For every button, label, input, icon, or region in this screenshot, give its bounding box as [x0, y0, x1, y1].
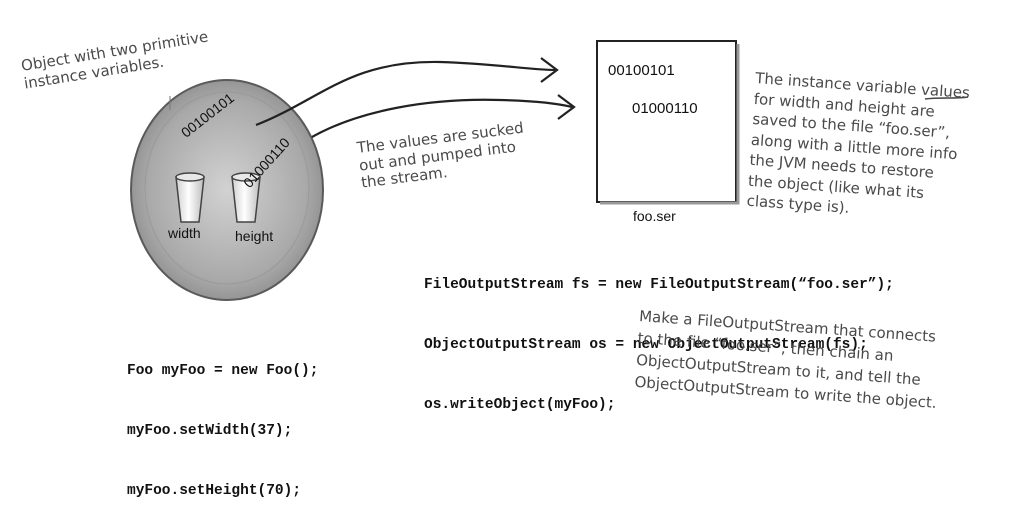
- code-line: ObjectOutputStream os = new ObjectOutput…: [424, 337, 868, 353]
- stream-arrow-upper-head: [540, 57, 559, 83]
- stream-arrow-lower: [311, 98, 573, 138]
- height-cup: [231, 172, 261, 223]
- file-note: The instance variable values for width a…: [746, 68, 971, 226]
- code-line: myFoo.setWidth(37);: [127, 423, 293, 439]
- stream-arrow-lower-head: [557, 94, 576, 120]
- code-line: myFoo.setHeight(70);: [127, 483, 302, 499]
- file-box: [596, 40, 737, 203]
- object-plate-inner: [144, 91, 310, 285]
- foo-code: Foo myFoo = new Foo(); myFoo.setWidth(37…: [127, 321, 318, 521]
- width-cup: [175, 172, 205, 223]
- file-name: foo.ser: [633, 208, 676, 224]
- code-line: Foo myFoo = new Foo();: [127, 363, 319, 379]
- object-plate: [130, 79, 324, 301]
- height-label: height: [235, 228, 274, 244]
- stream-code: FileOutputStream fs = new FileOutputStre…: [424, 235, 894, 435]
- code-line: FileOutputStream fs = new FileOutputStre…: [424, 277, 894, 293]
- file-bits-1: 00100101: [608, 62, 675, 79]
- serialization-diagram: [130, 40, 969, 301]
- stream-arrow-upper: [255, 60, 556, 127]
- code-line: os.writeObject(myFoo);: [424, 397, 616, 413]
- file-box-shadow: [600, 44, 740, 205]
- file-bits-2: 01000110: [632, 100, 698, 117]
- width-label: width: [168, 225, 201, 241]
- values-underline: [924, 96, 969, 100]
